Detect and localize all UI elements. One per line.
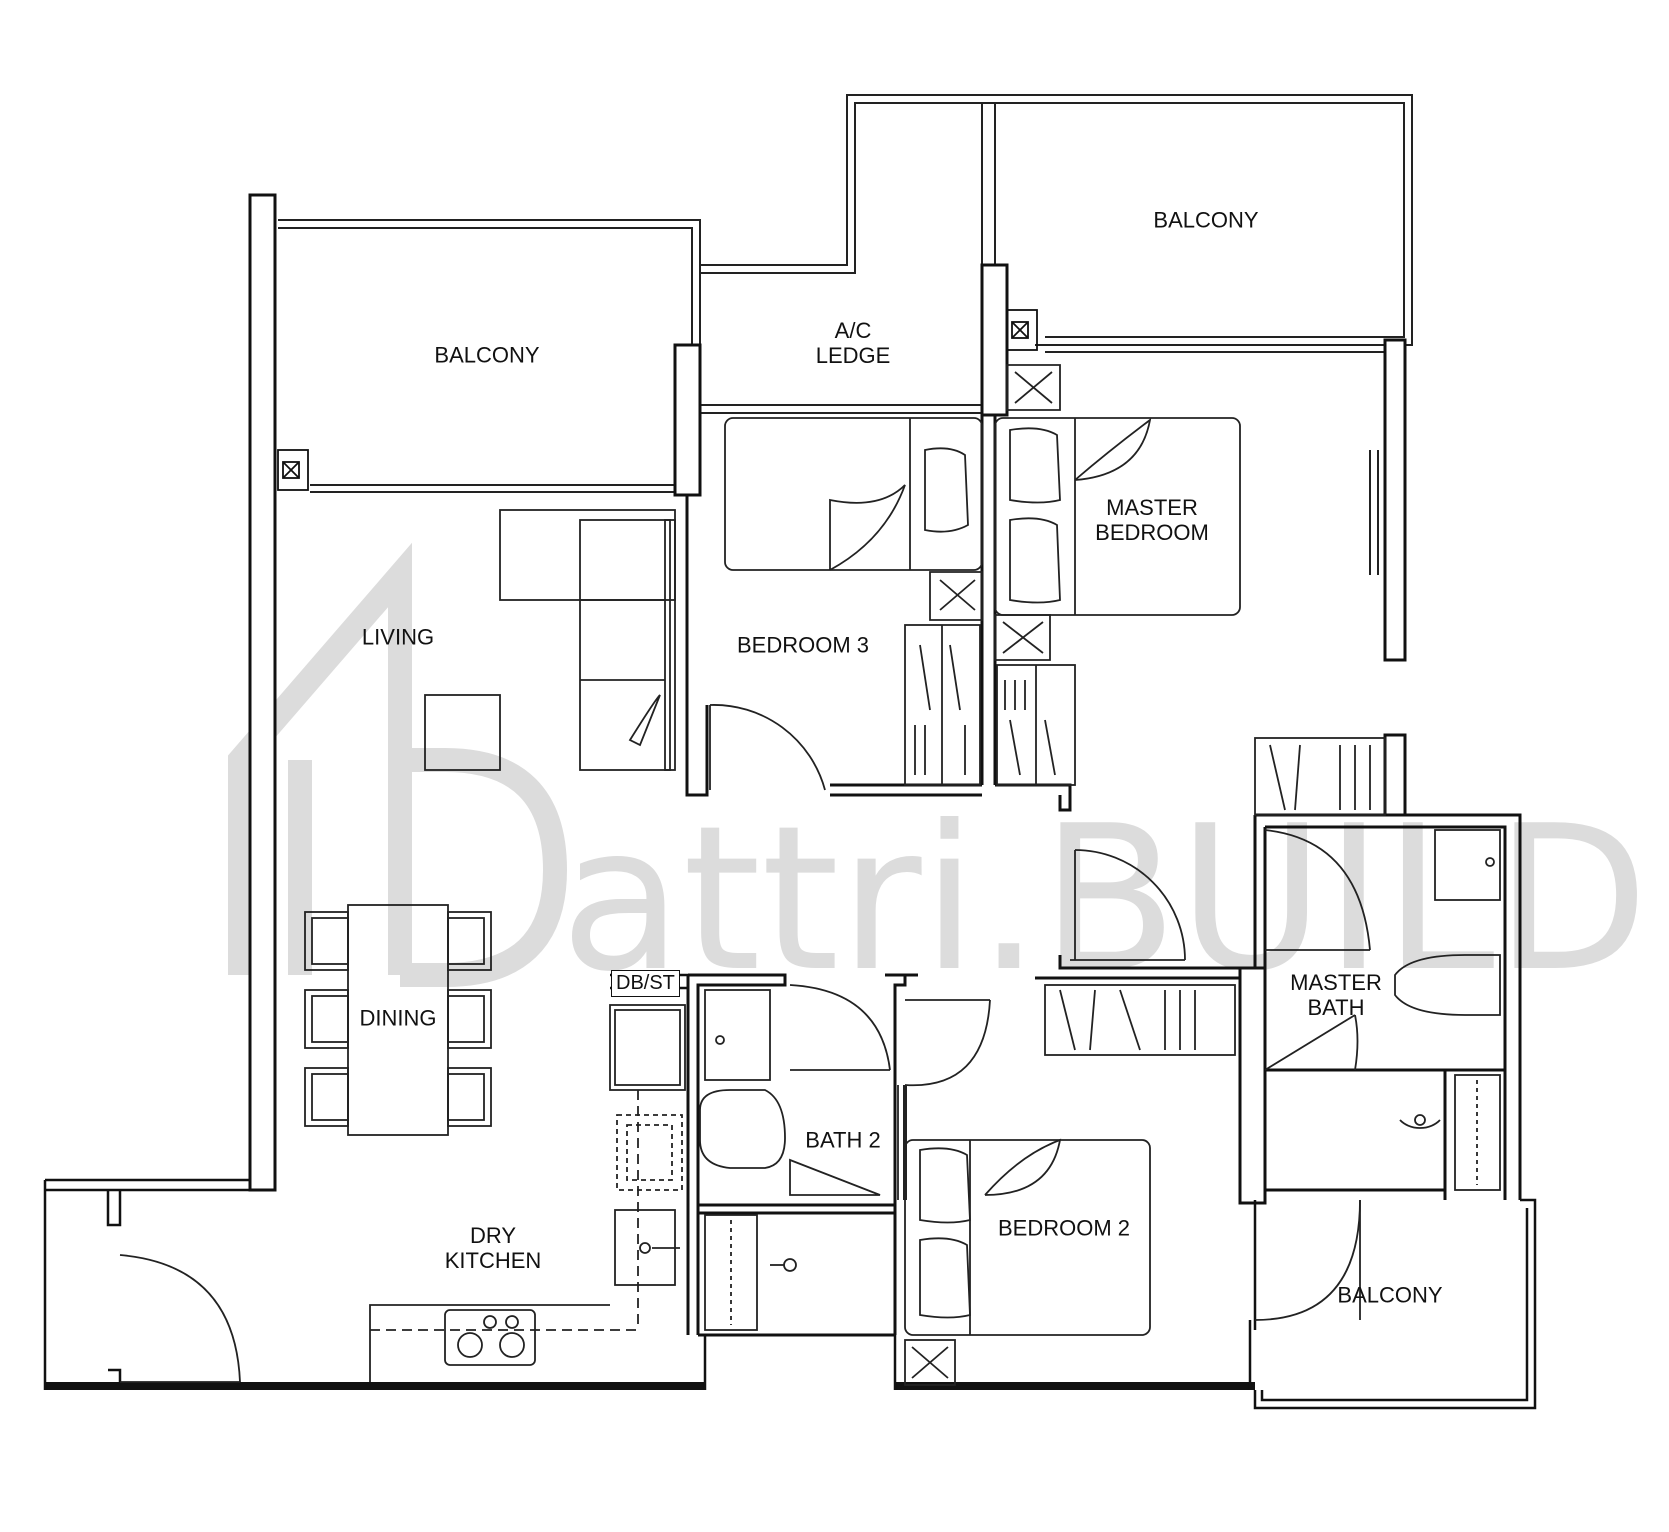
label-master-bath-line1: MASTER <box>1290 970 1382 995</box>
label-bedroom3: BEDROOM 3 <box>736 632 870 658</box>
label-ac-ledge-line1: A/C <box>834 318 872 343</box>
label-ac-ledge: A/C LEDGE <box>816 318 891 368</box>
label-master-bath: MASTER BATH <box>1290 970 1382 1020</box>
label-master-bedroom-line2: BEDROOM <box>1095 520 1209 545</box>
label-dry-kitchen-line2: KITCHEN <box>444 1248 542 1273</box>
label-master-bath-line2: BATH <box>1307 995 1365 1020</box>
label-balcony-bath: BALCONY <box>1337 1282 1443 1308</box>
label-dry-kitchen-line1: DRY <box>469 1223 517 1248</box>
label-dry-kitchen: DRY KITCHEN <box>445 1223 542 1273</box>
label-bedroom2: BEDROOM 2 <box>997 1215 1131 1241</box>
label-balcony-master: BALCONY <box>1153 207 1259 233</box>
label-db-st: DB/ST <box>611 970 680 997</box>
label-bath2: BATH 2 <box>805 1127 881 1153</box>
label-dining: DINING <box>359 1005 437 1031</box>
label-ac-ledge-line2: LEDGE <box>815 343 891 368</box>
label-master-bedroom: MASTER BEDROOM <box>1095 495 1209 545</box>
label-living: LIVING <box>361 624 435 650</box>
label-master-bedroom-line1: MASTER <box>1106 495 1198 520</box>
label-balcony-living: BALCONY <box>434 342 540 368</box>
